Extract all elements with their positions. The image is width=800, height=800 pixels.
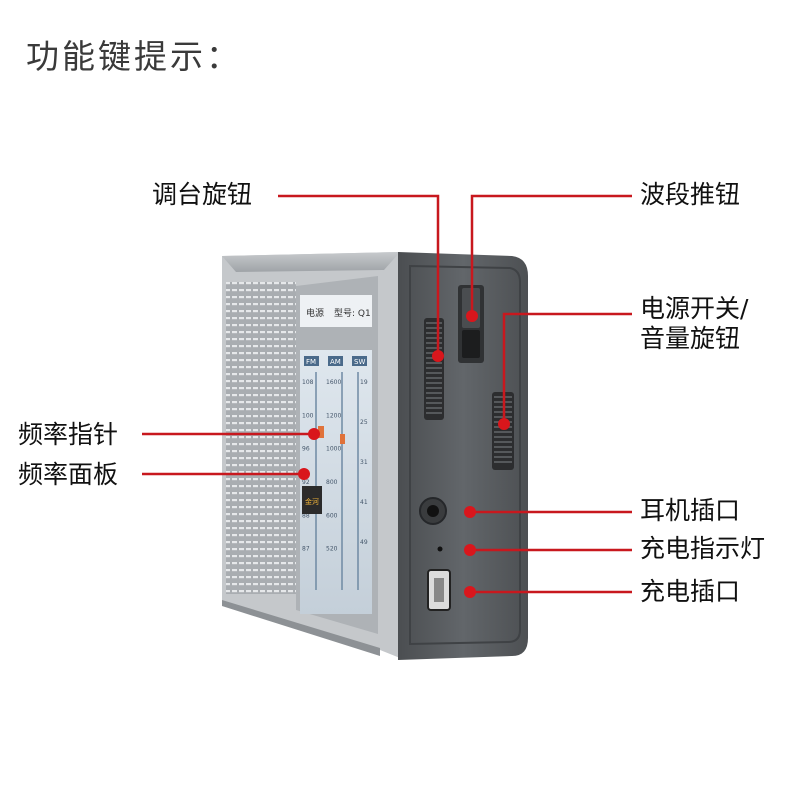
callout-line-band-switch [470, 194, 632, 316]
band-label-fm: FM [306, 358, 316, 366]
label-frequency-panel: 频率面板 [18, 460, 119, 489]
knob-ridge [426, 397, 442, 399]
band-label-sw: SW [354, 358, 365, 366]
knob-ridge [426, 367, 442, 369]
label-power-volume-line1: 电源开关/ [640, 294, 749, 323]
scale-tick-label: 19 [360, 379, 368, 386]
headphone-jack[interactable] [419, 497, 447, 525]
frequency-pointer-mark [318, 426, 324, 438]
callout-dots [298, 310, 510, 598]
dot-volume-knob [498, 418, 510, 430]
dot-charge-port [464, 586, 476, 598]
label-band-switch: 波段推钮 [640, 180, 741, 209]
knob-ridge [426, 412, 442, 414]
scale-tick-label: 1200 [326, 412, 341, 419]
band-label-am: AM [330, 358, 341, 366]
scale-tick-label: 1000 [326, 446, 341, 453]
callout-line-tuning-knob [278, 194, 440, 356]
label-frequency-pointer: 频率指针 [18, 420, 119, 449]
label-headphone-jack: 耳机插口 [640, 496, 741, 525]
scale-tick-label: 1600 [326, 379, 341, 386]
knob-ridge [494, 431, 512, 433]
label-tuning-knob: 调台旋钮 [152, 180, 253, 209]
callout-line-power-volume [502, 312, 632, 424]
knob-ridge [426, 372, 442, 374]
knob-ridge [494, 461, 512, 463]
scale-tick-label: 49 [360, 539, 368, 546]
dot-frequency-pointer [308, 428, 320, 440]
knob-ridge [426, 392, 442, 394]
knob-ridge [426, 337, 442, 339]
label-charge-port: 充电插口 [640, 577, 741, 606]
tuning-knob[interactable] [424, 318, 444, 420]
scale-tick-label: 96 [302, 446, 310, 453]
knob-ridge [426, 402, 442, 404]
charge-port[interactable] [427, 569, 451, 611]
page-title: 功能键提示： [26, 37, 242, 76]
knob-ridge [426, 407, 442, 409]
knob-ridge [426, 347, 442, 349]
callout-lines [142, 194, 632, 594]
charge-indicator-led [437, 546, 443, 552]
control-face [398, 252, 528, 660]
knob-ridge [426, 387, 442, 389]
knob-ridge [494, 436, 512, 438]
dot-charge-indicator [464, 544, 476, 556]
knob-ridge [426, 362, 442, 364]
frequency-panel: 电源 型号: Q1 FM AM SW 108 100 96 92 88 87 1600 1200 1… [300, 295, 372, 614]
scale-tick-label: 41 [360, 499, 368, 506]
knob-ridge [426, 332, 442, 334]
scale-tick-label: 25 [360, 419, 368, 426]
band-label-bg [352, 356, 367, 366]
dot-headphone-jack [464, 506, 476, 518]
scale-tick-label: 88 [302, 512, 310, 519]
knob-ridge [494, 446, 512, 448]
knob-ridge [426, 377, 442, 379]
knob-ridge [426, 382, 442, 384]
scale-tick-label: 100 [302, 412, 314, 419]
knob-ridge [426, 327, 442, 329]
scale-tick-label: 600 [326, 512, 338, 519]
label-power-volume-line2: 音量旋钮 [640, 324, 741, 353]
scale-tick-label: 92 [302, 479, 310, 486]
dot-frequency-panel [298, 468, 310, 480]
band-label-bg [304, 356, 319, 366]
knob-ridge [494, 451, 512, 453]
knob-ridge [494, 441, 512, 443]
scale-tick-label: 800 [326, 479, 338, 486]
scale-tick-label: 108 [302, 379, 314, 386]
knob-ridge [426, 342, 442, 344]
band-label-bg [328, 356, 343, 366]
panel-header-right: 型号: Q1 [334, 308, 371, 319]
brand-logo-text: 金河 [305, 497, 319, 506]
dot-tuning-knob [432, 350, 444, 362]
scale-tick-label: 31 [360, 459, 368, 466]
label-charge-indicator: 充电指示灯 [640, 534, 766, 563]
knob-ridge [494, 456, 512, 458]
scale-tick-label: 520 [326, 546, 338, 553]
panel-header-left: 电源 [306, 307, 324, 319]
scale-tick-label: 87 [302, 546, 310, 553]
knob-ridge [426, 322, 442, 324]
dot-band-switch [466, 310, 478, 322]
speaker-grille [226, 282, 296, 594]
